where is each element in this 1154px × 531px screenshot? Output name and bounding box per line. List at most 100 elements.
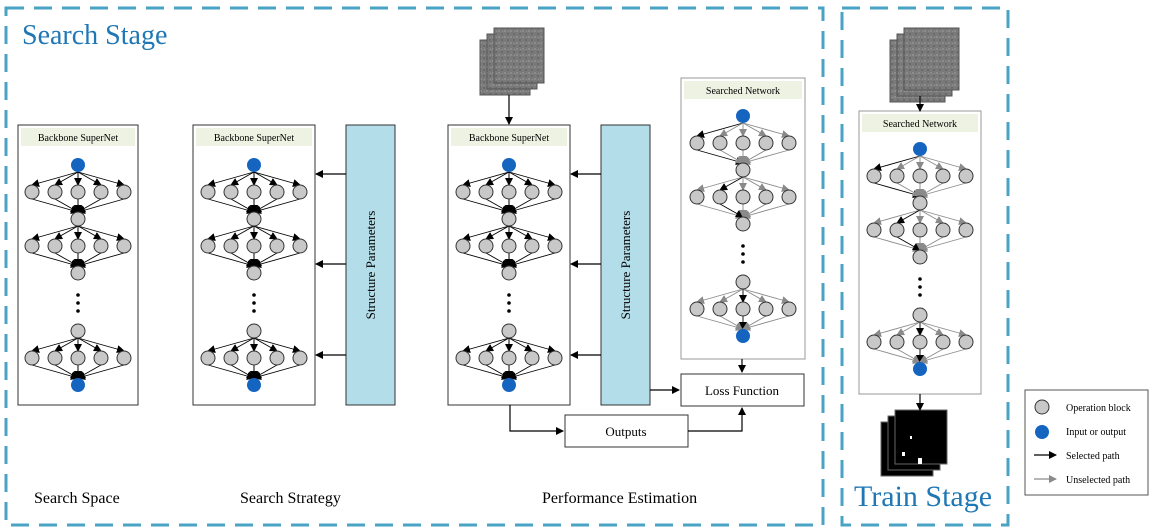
backbone-supernet-search-space-header: [21, 128, 135, 146]
op-node: [223, 350, 239, 366]
search-stage-frame: [4, 6, 825, 527]
op-node: [958, 334, 974, 350]
op-node: [246, 323, 262, 339]
op-node: [93, 350, 109, 366]
op-node: [758, 301, 774, 317]
op-node: [781, 301, 797, 317]
op-node: [912, 168, 928, 184]
op-node: [501, 184, 517, 200]
op-node: [455, 184, 471, 200]
op-node: [223, 238, 239, 254]
op-node: [781, 189, 797, 205]
op-node: [455, 238, 471, 254]
op-node: [70, 265, 86, 281]
op-node: [70, 211, 86, 227]
loss-function-box: [680, 373, 805, 407]
search-strategy-label: Search Strategy: [240, 490, 341, 507]
op-node: [246, 211, 262, 227]
op-node: [689, 301, 705, 317]
op-node: [758, 189, 774, 205]
op-node: [524, 184, 540, 200]
searched-network-train: Searched Network: [858, 110, 982, 395]
op-node: [501, 238, 517, 254]
op-node: [866, 222, 882, 238]
op-node: [70, 238, 86, 254]
op-node: [735, 162, 751, 178]
input-node: [71, 158, 85, 172]
op-node: [912, 334, 928, 350]
op-node: [116, 350, 132, 366]
legend-unselected-path: Unselected path: [1066, 475, 1130, 486]
op-node: [70, 184, 86, 200]
backbone-supernet-search-strategy: Backbone SuperNet: [192, 124, 316, 406]
search-stage-title: Search Stage: [22, 20, 168, 51]
performance-estimation-label: Performance Estimation: [542, 490, 698, 507]
output-node: [913, 362, 927, 376]
op-node: [912, 222, 928, 238]
searched-network-search: Searched Network: [680, 77, 806, 360]
search-space-label: Search Space: [34, 490, 120, 507]
output-node: [71, 378, 85, 392]
op-node: [47, 350, 63, 366]
input-node: [502, 158, 516, 172]
input-node: [913, 142, 927, 156]
output-node: [247, 378, 261, 392]
op-node: [912, 307, 928, 323]
backbone-supernet-performance-title: Backbone SuperNet: [469, 133, 549, 144]
op-node: [912, 195, 928, 211]
op-node: [866, 168, 882, 184]
structure-parameters-panel-2: [600, 124, 651, 406]
op-node: [246, 238, 262, 254]
searched-network-train-title: Searched Network: [883, 119, 957, 130]
op-node: [223, 184, 239, 200]
op-node: [24, 238, 40, 254]
op-node: [689, 135, 705, 151]
op-node: [269, 184, 285, 200]
op-node: [70, 350, 86, 366]
legend-operation-block-icon: [1034, 399, 1050, 415]
searched-network-train-header: [862, 114, 978, 132]
op-node: [935, 222, 951, 238]
op-node: [200, 238, 216, 254]
op-node: [200, 184, 216, 200]
structure-parameters-panel-1: [345, 124, 396, 406]
op-node: [47, 184, 63, 200]
op-node: [735, 189, 751, 205]
op-node: [889, 222, 905, 238]
op-node: [501, 350, 517, 366]
searched-network-search-title: Searched Network: [706, 86, 780, 97]
op-node: [501, 323, 517, 339]
op-node: [246, 265, 262, 281]
output-node: [736, 329, 750, 343]
op-node: [501, 211, 517, 227]
op-node: [292, 184, 308, 200]
op-node: [292, 238, 308, 254]
arrow-outputs-to-loss: [688, 407, 746, 432]
op-node: [712, 135, 728, 151]
segmentation-output-stack: [880, 409, 948, 477]
op-node: [935, 168, 951, 184]
arrow-supernet-to-outputs: [509, 405, 564, 435]
legend-selected-path: Selected path: [1066, 451, 1120, 462]
backbone-supernet-search-space: Backbone SuperNet: [17, 124, 139, 406]
op-node: [246, 184, 262, 200]
op-node: [200, 350, 216, 366]
op-node: [547, 238, 563, 254]
op-node: [958, 222, 974, 238]
op-node: [24, 350, 40, 366]
backbone-supernet-performance: Backbone SuperNet: [447, 124, 571, 406]
op-node: [689, 189, 705, 205]
op-node: [524, 350, 540, 366]
backbone-supernet-search-strategy-header: [196, 128, 312, 146]
backbone-supernet-search-space-title: Backbone SuperNet: [38, 133, 118, 144]
op-node: [93, 238, 109, 254]
op-node: [116, 238, 132, 254]
input-node: [736, 109, 750, 123]
output-node: [502, 378, 516, 392]
op-node: [735, 216, 751, 232]
op-node: [912, 249, 928, 265]
op-node: [24, 184, 40, 200]
op-node: [93, 184, 109, 200]
op-node: [70, 323, 86, 339]
